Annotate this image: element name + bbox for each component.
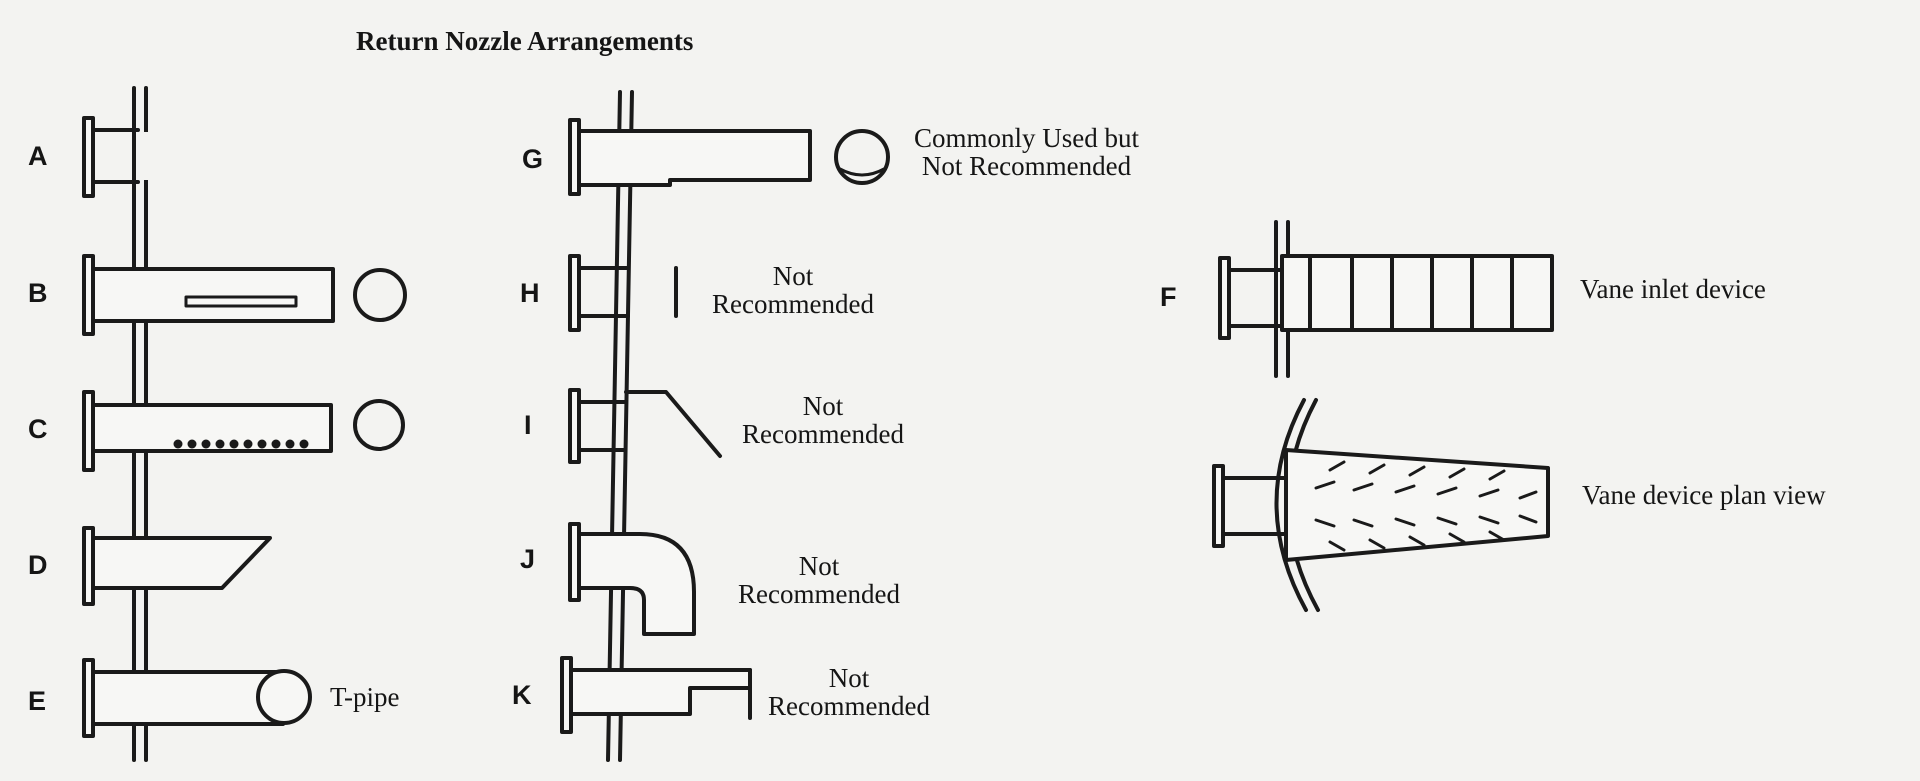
label-f: F bbox=[1160, 282, 1177, 312]
note-j: Not Recommended bbox=[738, 552, 900, 609]
nozzle-i-drawing bbox=[568, 388, 722, 464]
vessel-wall-column-2 bbox=[606, 90, 634, 762]
vane-device-plan-drawing bbox=[1212, 398, 1550, 612]
label-i: I bbox=[524, 410, 532, 440]
label-h: H bbox=[520, 278, 540, 308]
note-i: Not Recommended bbox=[742, 392, 904, 449]
nozzle-c-drawing bbox=[82, 390, 405, 472]
nozzle-j-drawing bbox=[568, 522, 696, 636]
label-a: A bbox=[28, 141, 48, 171]
note-k-line-2: Recommended bbox=[768, 691, 930, 722]
note-g-line-2: Not Recommended bbox=[921, 151, 1132, 182]
label-e: E bbox=[28, 686, 47, 716]
note-g: Commonly Used but Not Recommended bbox=[914, 124, 1139, 181]
note-j-line-2: Recommended bbox=[738, 579, 900, 610]
note-k-line-1: Not bbox=[828, 663, 870, 693]
note-j-line-1: Not bbox=[798, 551, 840, 581]
nozzle-f-drawing bbox=[1218, 220, 1554, 378]
nozzle-h-drawing bbox=[568, 254, 678, 332]
nozzle-b-drawing bbox=[82, 254, 407, 336]
vane-device-plan-view-label: Vane device plan view bbox=[1582, 480, 1826, 510]
label-j: J bbox=[520, 544, 536, 574]
note-i-line-2: Recommended bbox=[742, 419, 904, 450]
note-k: Not Recommended bbox=[768, 664, 930, 721]
label-c: C bbox=[28, 414, 48, 444]
label-g: G bbox=[522, 144, 544, 174]
t-pipe-label: T-pipe bbox=[330, 682, 400, 712]
label-b: B bbox=[28, 278, 48, 308]
diagram-title: Return Nozzle Arrangements bbox=[356, 26, 694, 56]
note-i-line-1: Not bbox=[802, 391, 844, 421]
note-g-line-1: Commonly Used but bbox=[914, 123, 1140, 153]
vane-inlet-device-label: Vane inlet device bbox=[1580, 274, 1766, 304]
nozzle-a-drawing bbox=[82, 116, 148, 198]
note-h-line-1: Not bbox=[772, 261, 814, 291]
nozzle-k-drawing bbox=[560, 656, 752, 734]
nozzle-g-drawing bbox=[568, 118, 890, 196]
nozzle-e-drawing bbox=[82, 658, 312, 738]
note-h: Not Recommended bbox=[712, 262, 874, 319]
label-d: D bbox=[28, 550, 48, 580]
label-k: K bbox=[512, 680, 532, 710]
note-h-line-2: Recommended bbox=[712, 289, 874, 320]
nozzle-d-drawing bbox=[82, 526, 272, 606]
